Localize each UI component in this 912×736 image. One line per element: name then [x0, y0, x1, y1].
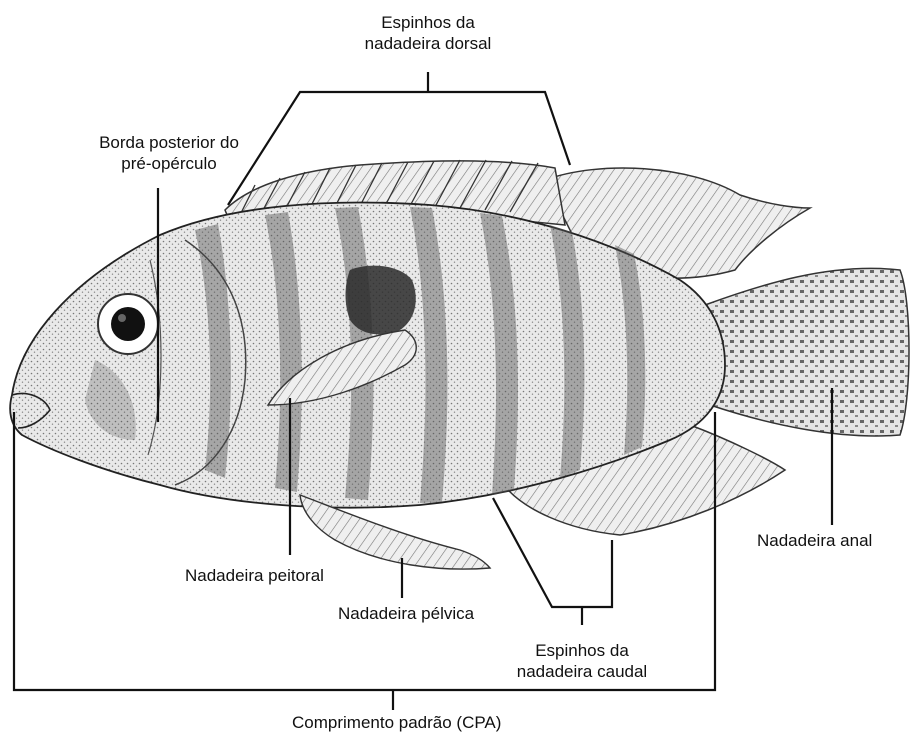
label-pectoral-fin: Nadadeira peitoral	[185, 565, 324, 586]
caudal-fin	[705, 268, 909, 436]
label-preopercle-line1: Borda posterior do	[78, 132, 260, 153]
dark-blotch	[346, 266, 416, 335]
label-dorsal-spines-line1: Espinhos da	[358, 12, 498, 33]
label-caudal-spines: Espinhos da nadadeira caudal	[512, 640, 652, 682]
label-caudal-spines-line2: nadadeira caudal	[512, 661, 652, 682]
label-dorsal-spines-line2: nadadeira dorsal	[358, 33, 498, 54]
label-caudal-spines-line1: Espinhos da	[512, 640, 652, 661]
label-standard-length: Comprimento padrão (CPA)	[292, 712, 501, 733]
label-preopercle-line2: pré-opérculo	[78, 153, 260, 174]
pupil	[111, 307, 145, 341]
label-dorsal-spines: Espinhos da nadadeira dorsal	[358, 12, 498, 54]
label-pelvic-fin: Nadadeira pélvica	[338, 603, 474, 624]
label-anal-fin: Nadadeira anal	[757, 530, 872, 551]
label-preopercle: Borda posterior do pré-opérculo	[78, 132, 260, 174]
